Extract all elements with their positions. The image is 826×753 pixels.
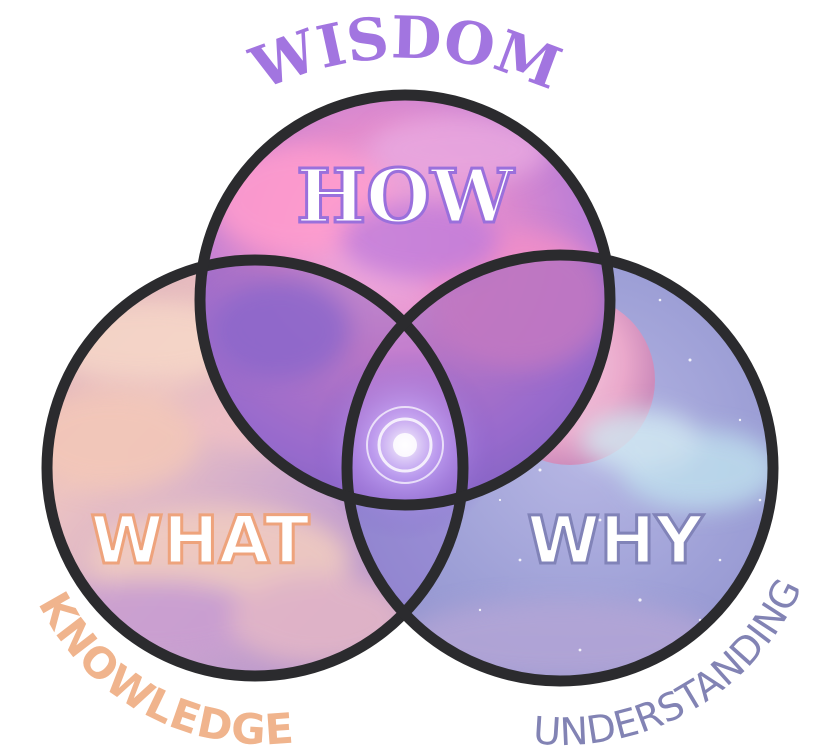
why-label: WHY xyxy=(527,502,704,579)
left-ring xyxy=(41,254,469,682)
wisdom-label: WISDOM xyxy=(241,3,570,103)
right-ring xyxy=(341,249,779,687)
what-label: WHAT xyxy=(90,502,309,579)
how-label: HOW xyxy=(296,154,514,240)
wisdom-label-text: WISDOM xyxy=(241,3,570,103)
center-glow xyxy=(310,350,500,540)
top-ring xyxy=(194,89,616,511)
venn-rings xyxy=(41,89,779,687)
